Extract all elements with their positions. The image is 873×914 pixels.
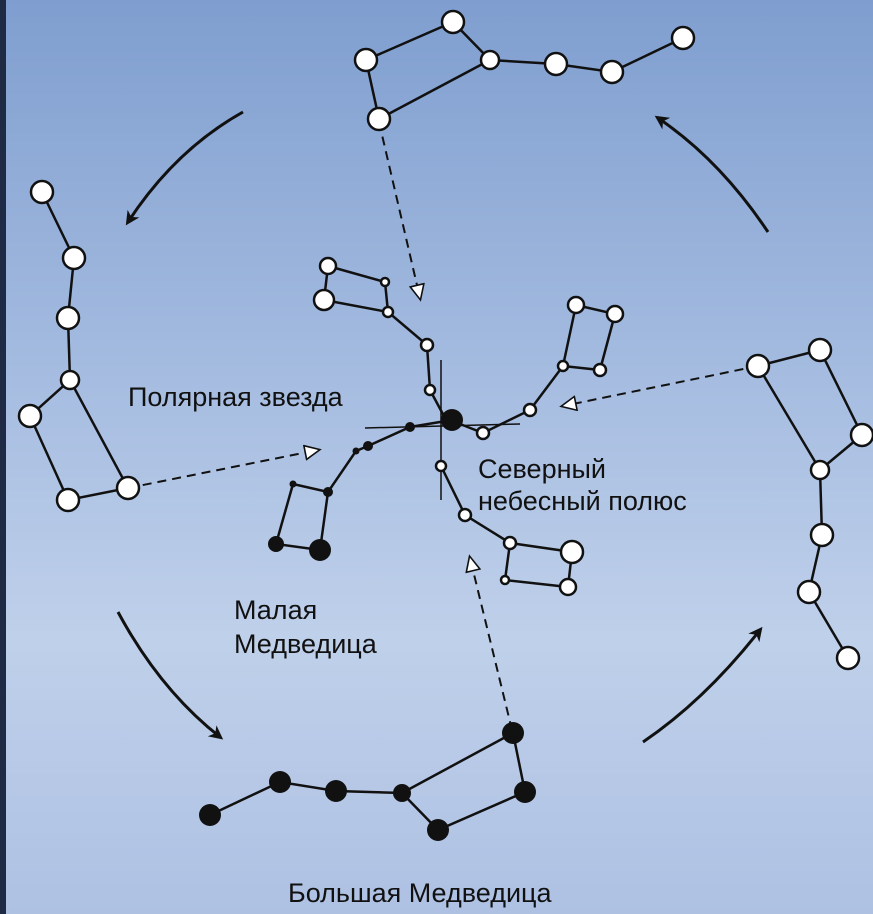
label-pole-line2: небесный полюс: [478, 486, 687, 516]
little-dipper-lower-stars: [434, 459, 585, 597]
little-dipper-right-lines: [459, 303, 617, 435]
label-polaris: Полярная звезда: [128, 382, 343, 412]
rotation-arrow-top-right: [654, 115, 770, 233]
pole-cross: [364, 360, 521, 500]
star: [352, 447, 360, 455]
label-big-dipper: Большая Медведица: [288, 878, 552, 908]
pointer-arrow-right: [563, 365, 759, 406]
rotation-arrow-bottom-right: [642, 626, 763, 744]
label-pole-line1: Северный: [478, 454, 606, 484]
big-dipper-right-lines: [756, 348, 864, 659]
left-border: [0, 0, 6, 914]
little-dipper-stars: [268, 409, 463, 561]
big-dipper-left-stars: [17, 179, 141, 513]
pointer-arrows: [127, 121, 759, 731]
pointer-arrow-left: [127, 450, 318, 489]
star: [363, 441, 373, 451]
little-dipper-lines: [274, 418, 453, 552]
rotation-arrow-bottom-left: [116, 611, 224, 740]
label-little-dipper-line1: Малая: [234, 595, 318, 625]
star: [309, 539, 331, 561]
big-dipper-top-lines: [364, 20, 684, 121]
big-dipper-lines: [209, 731, 527, 832]
star-polaris: [441, 409, 463, 431]
pointer-arrow-top: [378, 121, 420, 298]
big-dipper-stars: [199, 722, 536, 841]
big-dipper-top-stars: [353, 9, 696, 132]
star: [323, 487, 333, 497]
star: [405, 422, 415, 432]
rotation-arrows: [116, 110, 770, 744]
little-dipper-right-stars: [475, 295, 625, 441]
star: [289, 480, 297, 488]
little-dipper-upper-stars: [312, 256, 437, 397]
rotation-arrow-top-left: [125, 110, 244, 226]
label-little-dipper-line2: Медведица: [234, 629, 377, 659]
big-dipper-left-lines: [28, 191, 130, 502]
big-dipper-right-stars: [745, 337, 873, 671]
star: [268, 536, 284, 552]
